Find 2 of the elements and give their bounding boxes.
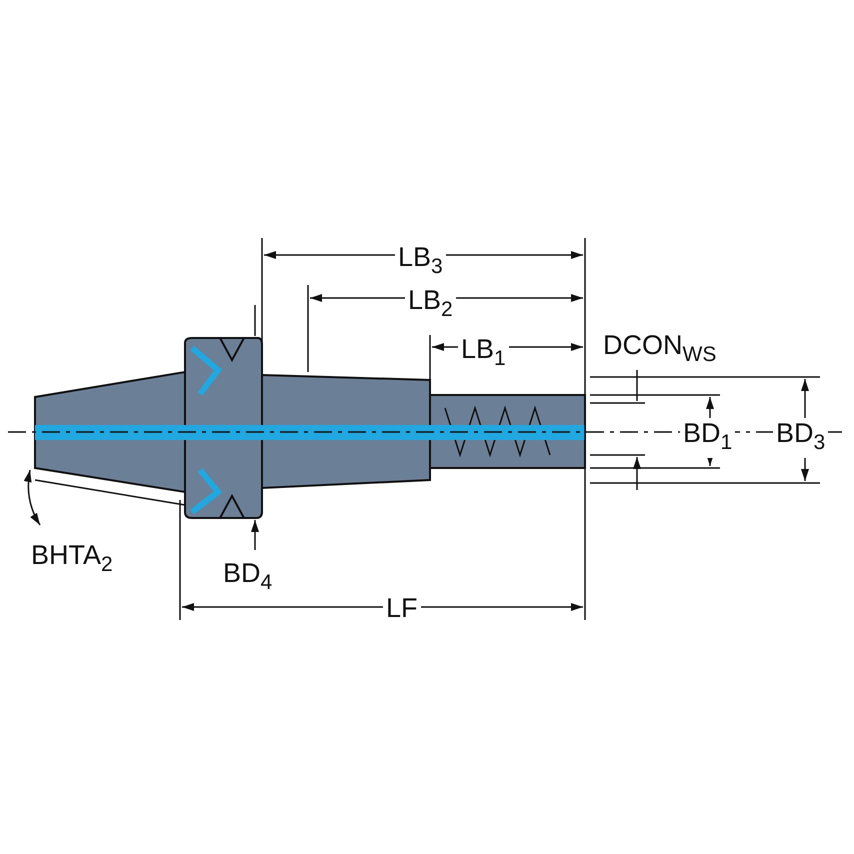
dimension-label: BD$_{1}$ xyxy=(680,418,736,458)
dimension-label: BD$_{3}$ xyxy=(773,418,828,458)
